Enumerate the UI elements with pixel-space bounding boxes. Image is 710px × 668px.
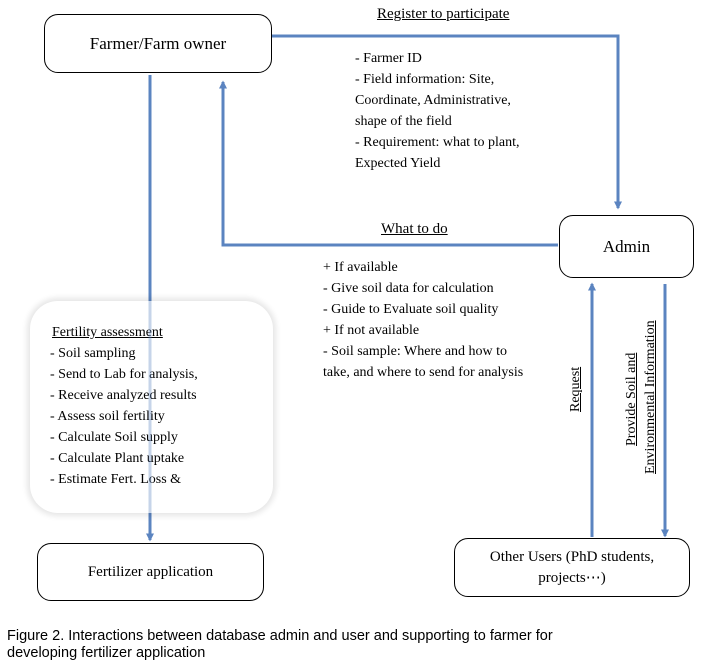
what-to-do-item: + If available bbox=[323, 260, 398, 275]
request-label: Request bbox=[568, 366, 583, 412]
other-users-node: Other Users (PhD students, projects⋯) bbox=[454, 538, 690, 597]
what-to-do-label: What to do bbox=[381, 221, 448, 237]
fertility-item: - Calculate Soil supply bbox=[50, 430, 178, 445]
farmer-node-label: Farmer/Farm owner bbox=[89, 33, 227, 53]
fertility-item: - Receive analyzed results bbox=[50, 388, 197, 403]
fertility-item: - Estimate Fert. Loss & bbox=[50, 472, 182, 487]
what-to-do-item: - Soil sample: Where and how to bbox=[323, 344, 508, 359]
register-arrow bbox=[271, 34, 622, 210]
caption-line: Figure 2. Interactions between database … bbox=[7, 628, 553, 644]
fertility-item: - Assess soil fertility bbox=[50, 409, 165, 424]
admin-node-label: Admin bbox=[602, 236, 651, 256]
provide-label-line: Provide Soil and bbox=[624, 352, 639, 446]
what-to-do-item: + If not available bbox=[323, 323, 420, 338]
register-item: - Requirement: what to plant, bbox=[355, 135, 520, 150]
fertility-item: - Send to Lab for analysis, bbox=[50, 367, 198, 382]
farmer-node: Farmer/Farm owner bbox=[44, 14, 272, 73]
fertility-item: - Soil sampling bbox=[50, 346, 136, 361]
what-to-do-item: take, and where to send for analysis bbox=[323, 365, 524, 380]
fertility-title: Fertility assessment bbox=[52, 325, 163, 340]
admin-node: Admin bbox=[559, 215, 694, 278]
register-item: Expected Yield bbox=[355, 156, 441, 171]
what-to-do-item: - Give soil data for calculation bbox=[323, 281, 494, 296]
figure-caption: Figure 2. Interactions between database … bbox=[7, 628, 697, 662]
what-to-do-item: - Guide to Evaluate soil quality bbox=[323, 302, 499, 317]
register-label: Register to participate bbox=[377, 6, 510, 22]
other-users-label-line: Other Users (PhD students, bbox=[489, 548, 655, 565]
fertilizer-application-node: Fertilizer application bbox=[37, 543, 264, 601]
register-item: Coordinate, Administrative, bbox=[355, 93, 511, 108]
fertility-assessment-panel: Fertility assessment - Soil sampling - S… bbox=[30, 301, 273, 513]
fertility-item: - Calculate Plant uptake bbox=[50, 451, 185, 466]
caption-line: developing fertilizer application bbox=[7, 645, 206, 661]
other-users-label-line: projects⋯) bbox=[538, 569, 606, 586]
register-item: - Farmer ID bbox=[355, 51, 422, 66]
register-item: - Field information: Site, bbox=[355, 72, 495, 87]
register-item: shape of the field bbox=[355, 114, 452, 129]
fertilizer-node-label: Fertilizer application bbox=[87, 563, 214, 580]
what-to-do-arrow bbox=[219, 80, 558, 247]
provide-label-line: Environmental Information bbox=[643, 320, 658, 474]
